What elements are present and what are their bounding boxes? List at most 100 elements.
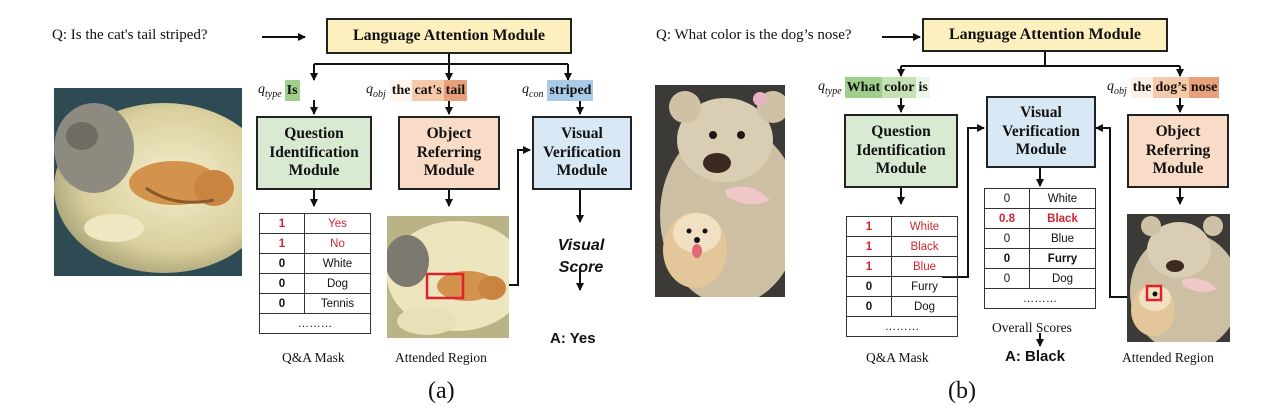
q-type-row-b: qtype What color is — [818, 77, 930, 98]
score-answer: Dog — [1029, 268, 1096, 289]
question-text-a: Q: Is the cat's tail striped? — [52, 27, 208, 43]
mask-ellipsis: ……… — [259, 313, 371, 334]
mask-caption-b: Q&A Mask — [866, 350, 929, 365]
q-con-token-a: striped — [547, 80, 594, 101]
mask-answer: White — [891, 216, 958, 237]
attention-box-b — [1145, 284, 1163, 302]
score-answer: Furry — [1029, 248, 1096, 269]
q-obj-token-a-2: tail — [443, 80, 468, 101]
mask-score: 1 — [846, 256, 892, 277]
q-obj-label-b: qobj — [1107, 78, 1127, 97]
answer-b: A: Black — [1005, 348, 1066, 365]
mask-score: 0 — [846, 296, 892, 317]
panel-label-b: (b) — [948, 378, 976, 404]
attended-region-photo-a — [387, 216, 509, 338]
mask-score: 1 — [259, 213, 305, 234]
mask-score: 0 — [259, 273, 305, 294]
score-answer: Black — [1029, 208, 1096, 229]
cat-photo — [54, 88, 242, 276]
q-type-token-a: Is — [284, 80, 300, 101]
mask-score: 0 — [846, 276, 892, 297]
question-text-b: Q: What color is the dog’s nose? — [656, 27, 852, 43]
mask-answer: No — [304, 233, 371, 254]
teddy-dog-photo — [655, 85, 785, 297]
q-type-token-b-2: is — [916, 77, 930, 98]
score-value: 0 — [984, 268, 1030, 289]
q-type-label-b: qtype — [818, 78, 842, 97]
mask-score: 1 — [259, 233, 305, 254]
table-row: ……… — [984, 288, 1096, 309]
q-type-label-a: qtype — [258, 81, 282, 100]
score-value: 0.8 — [984, 208, 1030, 229]
attended-region-photo-b — [1127, 214, 1230, 342]
mask-answer: Tennis — [304, 293, 371, 314]
q-obj-label-a: qobj — [366, 81, 386, 100]
mask-answer: Dog — [891, 296, 958, 317]
panel-label-a: (a) — [428, 378, 455, 404]
region-caption-b: Attended Region — [1122, 350, 1214, 365]
mask-answer: White — [304, 253, 371, 274]
mask-score: 1 — [846, 216, 892, 237]
mask-answer: Black — [891, 236, 958, 257]
q-obj-row-b: qobj the dog’s nose — [1107, 77, 1220, 98]
mask-score: 0 — [259, 253, 305, 274]
table-row: ……… — [846, 316, 958, 337]
q-obj-token-b-0: the — [1130, 77, 1154, 98]
mask-answer: Yes — [304, 213, 371, 234]
q-obj-row-a: qobj the cat's tail — [366, 80, 468, 101]
q-type-token-b-1: color — [882, 77, 917, 98]
mask-answer: Blue — [891, 256, 958, 277]
q-obj-token-a-0: the — [389, 80, 413, 101]
score-ellipsis: ……… — [984, 288, 1096, 309]
q-con-label-a: qcon — [522, 81, 544, 100]
language-attention-module-a: Language Attention Module — [326, 18, 572, 54]
q-con-row-a: qcon striped — [522, 80, 594, 101]
language-attention-module-b: Language Attention Module — [922, 18, 1168, 52]
q-obj-token-a-1: cat's — [412, 80, 444, 101]
score-answer: White — [1029, 188, 1096, 209]
mask-score: 1 — [846, 236, 892, 257]
score-value: 0 — [984, 248, 1030, 269]
region-caption-a: Attended Region — [395, 350, 487, 365]
scores-caption-b: Overall Scores — [992, 320, 1072, 335]
q-obj-token-b-1: dog’s — [1153, 77, 1189, 98]
table-row: ……… — [259, 313, 371, 334]
q-type-row-a: qtype Is — [258, 80, 300, 101]
score-value: 0 — [984, 228, 1030, 249]
q-obj-token-b-2: nose — [1188, 77, 1220, 98]
mask-answer: Furry — [891, 276, 958, 297]
q-type-token-b-0: What — [844, 77, 883, 98]
attention-box-a — [425, 272, 465, 300]
score-value: 0 — [984, 188, 1030, 209]
answer-a: A: Yes — [550, 330, 596, 347]
mask-score: 0 — [259, 293, 305, 314]
mask-caption-a: Q&A Mask — [282, 350, 345, 365]
score-answer: Blue — [1029, 228, 1096, 249]
mask-answer: Dog — [304, 273, 371, 294]
